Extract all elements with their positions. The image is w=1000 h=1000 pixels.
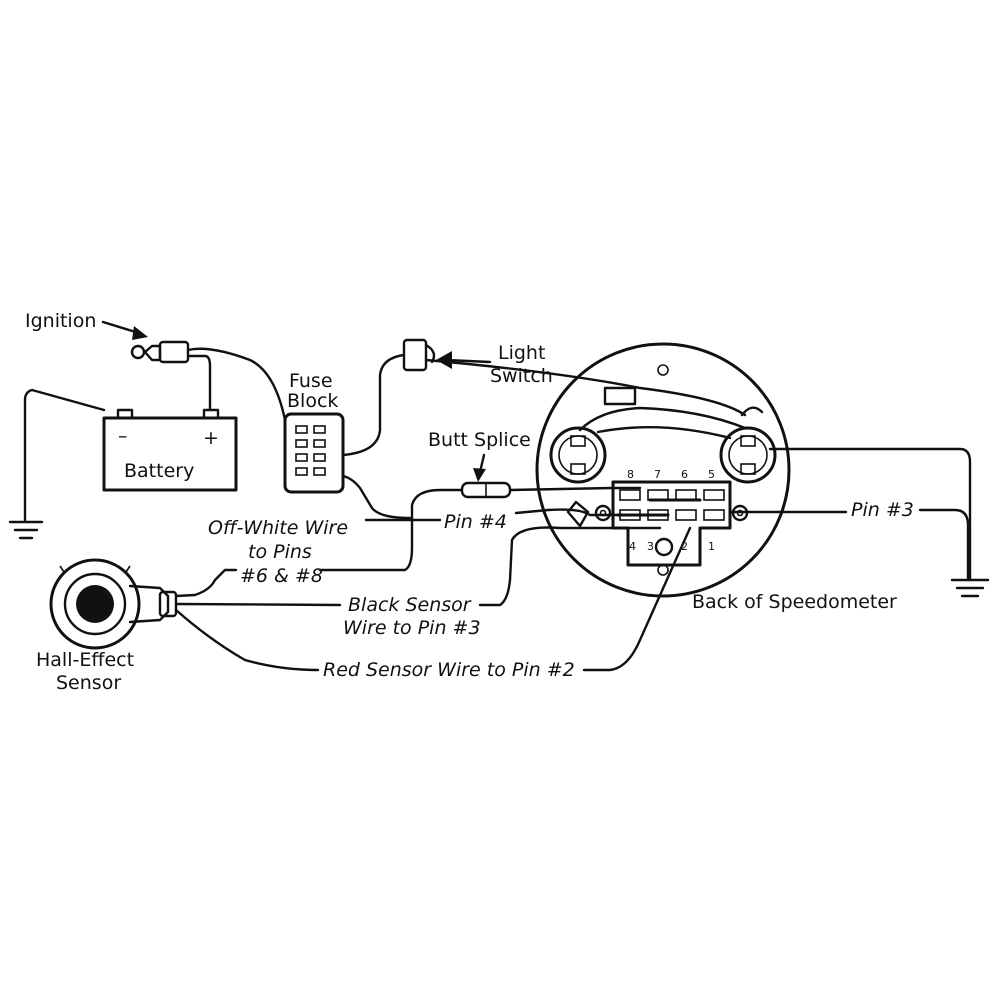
black-sensor-wire (174, 602, 342, 607)
hall-effect-label-line2: Sensor (56, 672, 121, 694)
speedometer-back (535, 342, 791, 598)
black-sensor-wire-label-line2: Wire to Pin #3 (343, 617, 481, 639)
speedometer-ground-icon (768, 447, 990, 598)
hall-effect-sensor-icon (49, 558, 178, 650)
off-white-wire (318, 488, 464, 572)
ignition-label: Ignition (25, 310, 96, 332)
pin-4-label: 4 (629, 540, 636, 553)
black-sensor-wire-to-pin (478, 526, 662, 607)
battery-ground-icon (8, 388, 106, 540)
red-sensor-wire-label: Red Sensor Wire to Pin #2 (323, 659, 575, 681)
light-switch-label-line1: Light (498, 342, 545, 364)
red-sensor-wire (174, 608, 320, 672)
pin3-right-leader (918, 508, 970, 582)
pin3-label: Pin #3 (851, 499, 914, 521)
back-of-speedometer-label: Back of Speedometer (692, 591, 897, 613)
right-bulb-socket-icon (719, 406, 777, 484)
pin-8-label: 8 (627, 468, 634, 481)
fuse-block-label-line2: Block (287, 390, 338, 412)
hall-effect-label-line1: Hall-Effect (36, 649, 134, 671)
ignition-switch-icon (130, 340, 287, 422)
pin-1-label: 1 (708, 540, 715, 553)
light-switch-icon (341, 338, 436, 457)
fuse-to-splice-wire (341, 474, 412, 520)
battery (102, 408, 238, 492)
butt-splice-label: Butt Splice (428, 429, 531, 451)
battery-positive-label: + (203, 427, 219, 449)
left-bulb-socket-icon (549, 426, 607, 484)
sensor-off-white-wire (174, 568, 238, 598)
off-white-wire-label-line3: #6 & #8 (240, 565, 323, 587)
off-white-wire-label-line1: Off-White Wire (208, 517, 348, 539)
pin-6-label: 6 (681, 468, 688, 481)
light-to-speedo-wire (424, 358, 747, 417)
pin-7-label: 7 (654, 468, 661, 481)
fuse-block-label-line1: Fuse (289, 370, 333, 392)
butt-splice-arrow-icon (473, 453, 486, 482)
black-sensor-wire-label-line1: Black Sensor (348, 594, 472, 616)
butt-splice-icon (460, 481, 512, 499)
pin-3-label: 3 (647, 540, 654, 553)
pin4-wire (514, 508, 622, 517)
battery-negative-label: – (118, 425, 128, 447)
red-sensor-wire-to-pin (582, 526, 692, 672)
pin-2-label: 2 (681, 540, 688, 553)
fuse-block (283, 412, 345, 494)
light-switch-label-line2: Switch (490, 365, 553, 387)
pin-5-label: 5 (708, 468, 715, 481)
light-switch-arrow-icon (436, 351, 492, 369)
ignition-arrow-icon (101, 320, 148, 340)
battery-label: Battery (124, 460, 194, 482)
pin4-label: Pin #4 (444, 511, 507, 533)
off-white-wire-label-line2: to Pins (248, 541, 312, 563)
